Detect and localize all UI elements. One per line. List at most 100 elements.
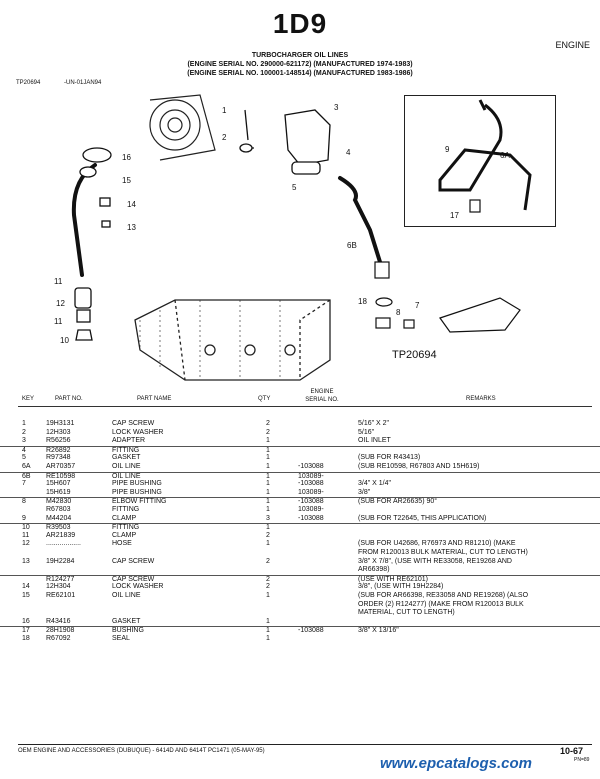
cell-qty: 2 [266, 531, 270, 539]
cell-remarks: (SUB FOR R43413) [358, 454, 421, 462]
cell-part-no: AR70357 [46, 463, 76, 470]
footer-text: OEM ENGINE AND ACCESSORIES (DUBUQUE) - 6… [18, 748, 265, 754]
cell-part-no: 12H303 [46, 428, 71, 436]
section-label: ENGINE [555, 40, 590, 50]
cell-key: 5 [22, 454, 26, 462]
cell-part-name: PIPE BUSHING [112, 488, 162, 496]
cell-part-name: CAP SCREW [112, 557, 155, 565]
table-row: AR66398) [0, 566, 600, 574]
cell-remarks: (SUB FOR AR26635) 90° [358, 498, 438, 506]
cell-part-no: 15H619 [46, 488, 71, 496]
figure-reference: TP20694 [16, 80, 41, 86]
cell-part-name: ADAPTER [112, 437, 146, 445]
cell-qty: 1 [266, 480, 270, 488]
cell-qty: 2 [266, 575, 270, 583]
serial-range-1: (ENGINE SERIAL NO. 290000-621172) (MANUF… [187, 61, 413, 68]
turbo-adapter [239, 109, 331, 175]
cell-qty: 1 [266, 488, 270, 496]
cell-remarks: (SUB FOR U42686, R76973 AND R81210) (MAK… [358, 540, 516, 548]
cell-part-name: OIL LINE [112, 592, 141, 599]
cell-part-no: M44204 [46, 514, 72, 522]
page-code: PN=89 [574, 757, 590, 763]
col-header-part-no: PART NO. [55, 396, 83, 402]
callout-17: 17 [450, 211, 459, 220]
callout-6b: 6B [347, 241, 357, 250]
cell-key: 14 [22, 583, 30, 591]
cell-part-name: OIL LINE [112, 472, 141, 480]
col-header-engine-serial-line1: ENGINE [310, 389, 334, 395]
cell-remarks: 3/4" X 1/4" [358, 480, 391, 488]
callout-labels: 1 2 3 4 5 6B 7 8 10 11 11 12 13 14 15 16… [54, 103, 510, 345]
cell-engine-serial: -103088 [298, 514, 324, 522]
col-header-part-name: PART NAME [137, 396, 172, 402]
callout-2: 2 [222, 133, 227, 142]
table-row: ORDER (2) R124277) (MAKE FROM R120013 BU… [0, 601, 600, 609]
cell-qty: 2 [266, 420, 270, 427]
table-header-rule [18, 406, 592, 407]
serial-range-2: (ENGINE SERIAL NO. 100001-148514) (MANUF… [187, 70, 413, 77]
callout-13: 13 [127, 223, 136, 232]
cell-key: 7 [22, 480, 26, 488]
cell-qty: 1 [266, 540, 270, 548]
cell-part-name: GASKET [112, 617, 141, 625]
engine-block-outline [134, 299, 331, 381]
cell-engine-serial: -103088 [298, 627, 324, 635]
cell-qty: 1 [266, 454, 270, 462]
cell-part-name: FITTING [112, 446, 140, 454]
cell-part-no: 19H2284 [46, 557, 75, 565]
page-title: 1D9 [272, 8, 328, 39]
cell-key: 9 [22, 514, 26, 522]
table-row: MATERIAL, CUT TO LENGTH) [0, 609, 600, 617]
cell-qty: 1 [266, 524, 270, 532]
cell-key: 6B [22, 472, 31, 480]
cell-key: 15 [22, 592, 30, 599]
cell-remarks: OIL INLET [358, 437, 391, 445]
callout-8: 8 [396, 308, 401, 317]
cell-part-no: 28H1908 [46, 627, 75, 635]
callout-14: 14 [127, 200, 136, 209]
callout-16: 16 [122, 153, 131, 162]
cell-part-name: BUSHING [112, 627, 144, 635]
col-header-key: KEY [22, 396, 35, 402]
cell-qty: 2 [266, 557, 270, 565]
cell-qty: 1 [266, 506, 270, 513]
cell-remarks: (SUB FOR AR66398, RE33058 AND RE19268) (… [358, 592, 529, 599]
cell-key: 16 [22, 617, 30, 625]
cell-qty: 3 [266, 514, 270, 522]
cell-part-name: FITTING [112, 506, 140, 513]
cell-part-name: OIL LINE [112, 463, 141, 470]
callout-box [404, 95, 556, 227]
oil-line-6a [438, 99, 532, 211]
cell-key: 6A [22, 463, 31, 470]
cell-qty: 2 [266, 583, 270, 591]
cell-part-name: HOSE [112, 540, 132, 548]
cell-remarks: 3/8" X 13/16" [358, 627, 399, 635]
cell-part-name: CLAMP [112, 514, 137, 522]
callout-18: 18 [358, 297, 367, 306]
callout-4: 4 [346, 148, 351, 157]
callout-11a: 11 [54, 277, 63, 286]
cell-key: 4 [22, 446, 26, 454]
cell-engine-serial: 103089- [298, 472, 324, 480]
cell-remarks: 3/8" [358, 488, 371, 496]
cell-part-no: M42830 [46, 498, 72, 506]
right-fittings [374, 199, 521, 333]
cell-engine-serial: -103088 [298, 480, 324, 488]
cell-part-no: AR21839 [46, 531, 76, 539]
cell-part-name: GASKET [112, 454, 141, 462]
cell-qty: 1 [266, 617, 270, 625]
cell-qty: 1 [266, 592, 270, 599]
left-fittings [74, 147, 112, 341]
